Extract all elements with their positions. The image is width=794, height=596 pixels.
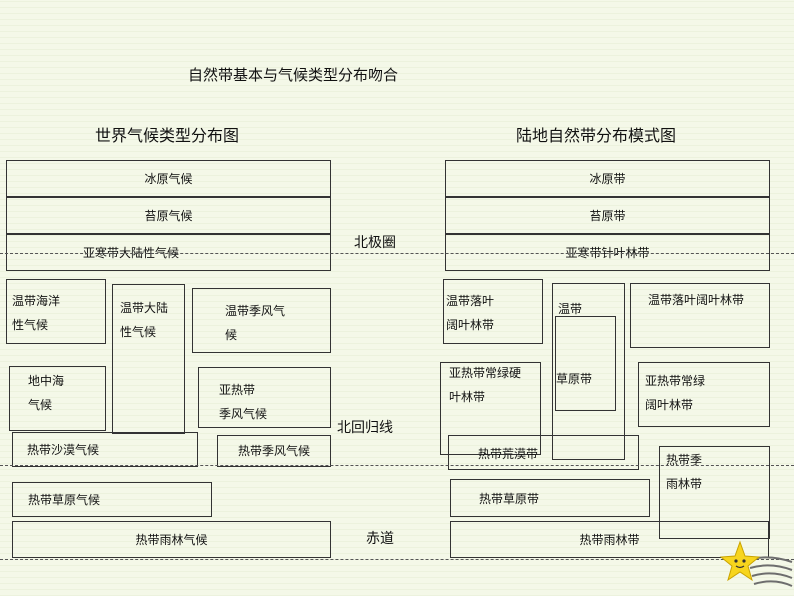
climate-tropical-desert-label: 热带沙漠气候 [27, 443, 100, 457]
climate-rainforest-box: 热带雨林气候 [12, 521, 331, 558]
climate-savanna-label: 热带草原气候 [28, 493, 101, 507]
zone-subtropical-sclerophyll-label: 亚热带常绿硬 叶林带 [449, 366, 522, 404]
zone-subtropical-evergreen-label: 亚热带常绿 阔叶林带 [645, 374, 706, 412]
climate-mediterranean-box: 地中海 气候 [9, 366, 106, 431]
zone-temperate-grassland-inner-box: 草原带 [555, 316, 616, 411]
zone-rainforest-box: 热带雨林带 [450, 521, 769, 558]
arctic-circle-label: 北极圈 [354, 235, 396, 251]
right-diagram-title: 陆地自然带分布模式图 [516, 126, 677, 145]
zone-ice-box: 冰原带 [445, 160, 770, 197]
climate-mediterranean-label: 地中海 气候 [28, 374, 65, 412]
climate-subtropical-monsoon-box: 亚热带 季风气候 [198, 367, 331, 428]
climate-ice-box: 冰原气候 [6, 160, 331, 197]
tropic-label: 北回归线 [337, 420, 393, 436]
climate-temperate-monsoon-label: 温带季风气 候 [225, 304, 286, 342]
climate-ice-label: 冰原气候 [144, 171, 193, 186]
climate-tundra-label: 苔原气候 [144, 208, 193, 223]
zone-taiga-box: 亚寒带针叶林带 [445, 234, 770, 271]
zone-temperate-deciduous-label: 温带落叶 阔叶林带 [446, 294, 495, 332]
zone-tundra-box: 苔原带 [445, 197, 770, 234]
climate-temperate-continental-box: 温带大陆 性气候 [112, 284, 185, 434]
zone-temperate-deciduous-box: 温带落叶 阔叶林带 [443, 279, 543, 344]
zone-temperate-grassland-top-label: 温带 [558, 302, 583, 316]
tropic-dashed-line [0, 465, 794, 466]
climate-subtropical-monsoon-label: 亚热带 季风气候 [219, 383, 268, 421]
zone-subtropical-evergreen-box: 亚热带常绿 阔叶林带 [638, 362, 770, 427]
zone-subtropical-sclerophyll-box: 亚热带常绿硬 叶林带 [440, 362, 541, 455]
zone-temperate-grassland-outer-box: 温带 [552, 283, 625, 460]
zone-ice-label: 冰原带 [589, 171, 626, 186]
climate-tropical-desert-box: 热带沙漠气候 [12, 432, 198, 467]
zone-monsoon-forest-box: 热带季 雨林带 [659, 446, 770, 539]
climate-rainforest-label: 热带雨林气候 [135, 532, 208, 547]
climate-temperate-monsoon-box: 温带季风气 候 [192, 288, 331, 353]
equator-dashed-line [0, 559, 794, 560]
zone-tundra-label: 苔原带 [589, 208, 626, 223]
climate-tropical-monsoon-label: 热带季风气候 [237, 444, 310, 458]
zone-desert-box: 热带荒漠带 [448, 435, 639, 470]
climate-temperate-continental-label: 温带大陆 性气候 [120, 301, 169, 339]
zone-monsoon-forest-label: 热带季 雨林带 [666, 453, 703, 491]
zone-rainforest-label: 热带雨林带 [579, 532, 640, 547]
zone-temperate-grassland-bottom-label: 草原带 [556, 372, 593, 386]
star-decoration-icon [719, 540, 793, 587]
climate-temperate-maritime-label: 温带海洋 性气候 [12, 294, 61, 332]
zone-taiga-label: 亚寒带针叶林带 [565, 245, 650, 260]
climate-savanna-box: 热带草原气候 [12, 482, 212, 517]
climate-temperate-maritime-box: 温带海洋 性气候 [6, 279, 106, 344]
arctic-circle-dashed-line [0, 253, 794, 254]
zone-savanna-box: 热带草原带 [450, 479, 650, 517]
zone-temperate-deciduous-right-box: 温带落叶阔叶林带 [630, 283, 770, 348]
climate-tropical-monsoon-box: 热带季风气候 [217, 435, 331, 467]
zone-temperate-deciduous-right-label: 温带落叶阔叶林带 [648, 293, 745, 307]
main-title: 自然带基本与气候类型分布吻合 [188, 66, 399, 84]
left-diagram-title: 世界气候类型分布图 [95, 126, 240, 145]
zone-savanna-label: 热带草原带 [479, 492, 540, 506]
equator-label: 赤道 [366, 531, 394, 547]
climate-tundra-box: 苔原气候 [6, 197, 331, 234]
zone-desert-label: 热带荒漠带 [478, 447, 539, 461]
